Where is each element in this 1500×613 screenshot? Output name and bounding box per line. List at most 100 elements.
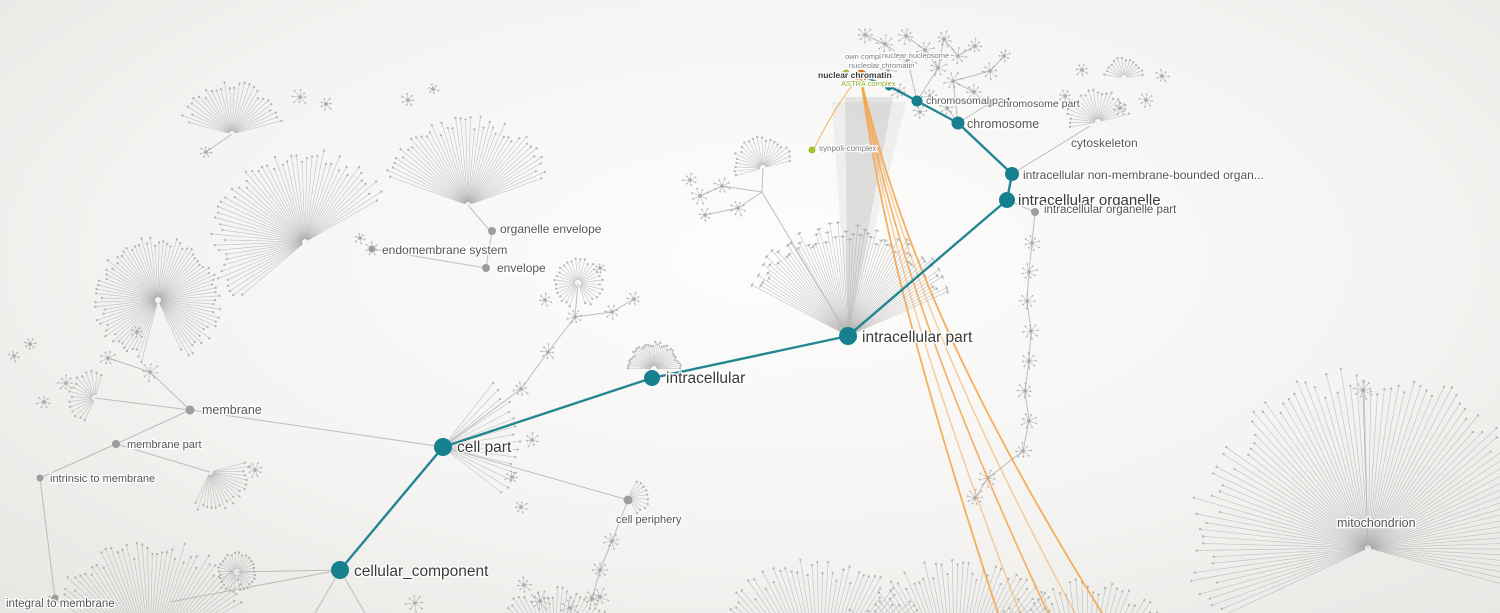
node-cell-part[interactable] [434,438,452,456]
star-dot [1164,71,1167,74]
node-chromatin[interactable] [884,81,894,91]
star-dot [575,605,578,607]
fan-leaf-dot [316,154,319,157]
star-spoke [574,311,579,318]
graph-node-gray[interactable] [36,474,44,482]
node-chromosomal-part[interactable] [911,95,923,107]
star-dot [530,583,533,586]
fan-leaf-dot [197,95,201,98]
node-green-term[interactable] [842,69,850,77]
fan-spoke [1221,548,1366,610]
star-spoke [714,182,723,187]
fan-spoke [1370,548,1500,567]
node-intracellular-part[interactable] [839,327,857,345]
fan-leaf-dot [207,271,211,274]
fan-leaf-dot [565,590,569,593]
fan-leaf-dot [529,145,532,148]
node-green-term[interactable] [849,81,855,87]
star-dot [358,232,360,235]
star-dot [1018,395,1020,398]
star-dot [323,98,326,100]
star-spoke [107,357,115,361]
graph-node-gray[interactable] [112,440,120,448]
fan-spoke [1125,61,1134,76]
fan-leaf-dot [190,248,193,251]
star-dot [1036,269,1039,271]
star-dot [375,249,378,251]
star-dot [437,89,440,92]
node-intracellular-non-membrane-bounded-organelle[interactable] [1005,167,1019,181]
fan-leaf-dot [679,364,683,367]
fan-leaf-dot [364,182,367,185]
node-cellular-component[interactable] [331,561,349,579]
fan-spoke [656,365,681,369]
fan-spoke [848,237,872,334]
fan-spoke [1121,57,1125,76]
fan-spoke [1370,437,1498,547]
fan-leaf-tick [760,279,765,286]
star-dot [577,310,580,313]
graph-node-gray[interactable] [185,405,195,415]
node-intracellular-organelle[interactable] [999,192,1015,208]
fan-leaf-dot [237,551,241,554]
star-dot [304,102,307,105]
fan-spoke [629,360,652,369]
star-spoke [538,600,541,610]
star-dot [526,392,529,395]
fan-leaf-dot [1143,598,1146,602]
fan-spoke [1296,381,1368,546]
star-dot [525,508,528,511]
fan-spoke [131,249,157,298]
star-spoke [547,347,554,353]
fan-spoke [630,358,652,369]
fan-leaf-dot [68,390,71,393]
fan-leaf-dot [1051,588,1055,591]
fan-spoke [577,259,581,281]
label-intracellular-organelle: intracellular organelle [1018,192,1161,209]
graph-node-gray[interactable] [51,594,59,602]
graph-node-gray[interactable] [1031,208,1039,216]
fan-leaf-dot [1193,571,1196,574]
graph-node-gray[interactable] [368,245,376,253]
fan-leaf-dot [145,242,149,245]
fan-leaf-dot [1092,591,1095,594]
star-spoke [737,207,745,212]
fan-leaf-dot [204,88,208,92]
fan-spoke [239,567,255,572]
fan-spoke [1368,388,1392,546]
graph-node-gray[interactable] [488,227,496,235]
fan-spoke [1370,526,1500,548]
star-dot [958,46,960,49]
leaf-fan [626,340,683,370]
leaf-fan [386,115,547,205]
star-dot [870,34,873,36]
star-spoke [510,471,513,478]
fan-spoke [149,237,158,298]
fan-spoke [1009,588,1028,613]
fan-leaf-tick [766,275,771,281]
node-green-term[interactable] [808,146,816,154]
node-nuclear-chromatin[interactable] [854,69,868,83]
fan-leaf-dot [305,157,309,160]
fan-leaf-dot [1458,402,1462,405]
fan-spoke [537,592,544,613]
graph-node-gray[interactable] [623,495,633,505]
star-spoke [1022,450,1029,457]
fan-leaf-tick [750,282,754,288]
fan-leaf-dot [827,560,830,564]
fan-spoke [118,301,157,342]
fan-leaf-dot [1141,73,1144,76]
node-intracellular[interactable] [644,370,660,386]
star-spoke [1030,330,1038,337]
star-spoke [107,354,116,359]
graph-edge [574,311,613,318]
star-spoke [599,564,606,571]
node-chromosome[interactable] [951,116,965,130]
fan-leaf-dot [230,187,234,191]
graph-node-gray[interactable] [986,99,994,107]
fan-spoke [214,217,303,242]
fan-leaf-dot [491,126,495,129]
graph-node-gray[interactable] [482,264,490,272]
